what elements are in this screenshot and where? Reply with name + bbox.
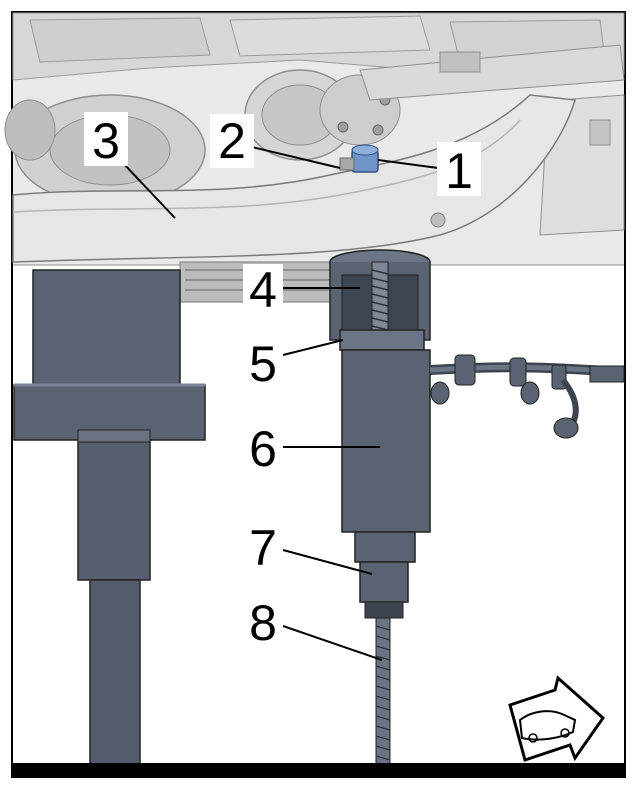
callout-number: 3 <box>92 113 120 169</box>
callout-number: 4 <box>249 262 277 318</box>
leader-line-2 <box>251 146 341 169</box>
callout-1: 1 <box>437 142 481 199</box>
callout-5: 5 <box>243 336 283 392</box>
callout-6: 6 <box>243 421 283 477</box>
tool-assembly <box>329 249 625 776</box>
callout-4: 4 <box>243 262 283 318</box>
callout-number: 8 <box>249 595 277 651</box>
callout-2: 2 <box>210 113 254 169</box>
callout-number: 1 <box>445 143 473 199</box>
vehicle-underbody <box>4 12 625 303</box>
leader-line-3 <box>121 161 176 219</box>
leader-line-7 <box>282 549 373 575</box>
vehicle-direction-arrow-icon <box>508 675 605 762</box>
callout-number: 5 <box>249 336 277 392</box>
floor-line <box>13 763 624 776</box>
lift-column <box>13 269 206 776</box>
callout-8: 8 <box>243 595 283 651</box>
callout-7: 7 <box>243 520 283 576</box>
callout-number: 2 <box>218 113 246 169</box>
callout-number: 6 <box>249 421 277 477</box>
callout-3: 3 <box>84 112 128 169</box>
callout-number: 7 <box>249 520 277 576</box>
leader-line-1 <box>377 159 439 169</box>
leader-line-8 <box>282 625 383 661</box>
leader-line-5 <box>282 339 344 356</box>
